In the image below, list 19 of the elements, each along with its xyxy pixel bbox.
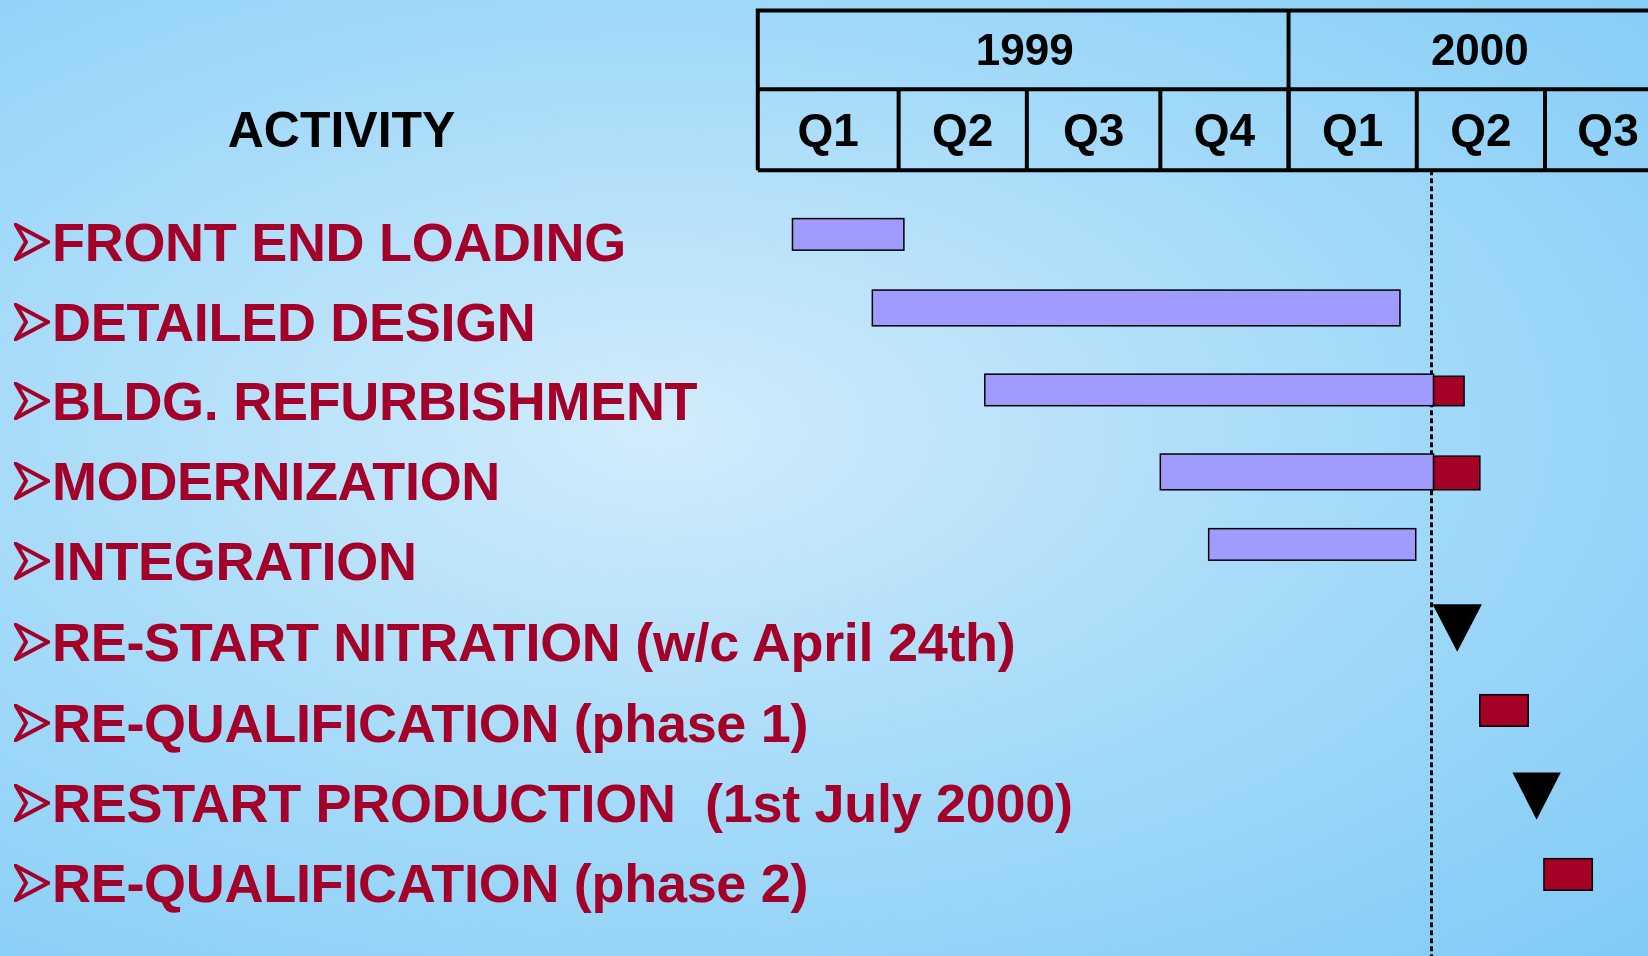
- quarter-label: Q2: [1450, 103, 1512, 158]
- quarter-label: Q4: [1193, 103, 1256, 158]
- quarter-label: Q1: [797, 103, 859, 158]
- activity-label: RE-START NITRATION (w/c April 24th): [52, 611, 1016, 674]
- quarter-label: Q2: [932, 103, 994, 158]
- column-header: ACTIVITY: [227, 101, 456, 160]
- quarter-label: Q3: [1577, 103, 1639, 158]
- quarter-label: Q1: [1321, 103, 1384, 158]
- activity-label: BLDG. REFURBISHMENT: [52, 370, 698, 433]
- activity-label: RESTART PRODUCTION (1st July 2000): [52, 771, 1073, 834]
- quarter-label: Q3: [1062, 103, 1125, 158]
- year-label: 2000: [1430, 25, 1529, 76]
- activity-label: RE-QUALIFICATION (phase 2): [52, 851, 809, 914]
- activity-label: MODERNIZATION: [52, 450, 501, 513]
- activity-label: INTEGRATION: [52, 530, 417, 593]
- activity-label: RE-QUALIFICATION (phase 1): [52, 692, 809, 755]
- activity-label: FRONT END LOADING: [52, 210, 626, 273]
- activity-label: DETAILED DESIGN: [52, 290, 536, 353]
- year-label: 1999: [975, 25, 1074, 76]
